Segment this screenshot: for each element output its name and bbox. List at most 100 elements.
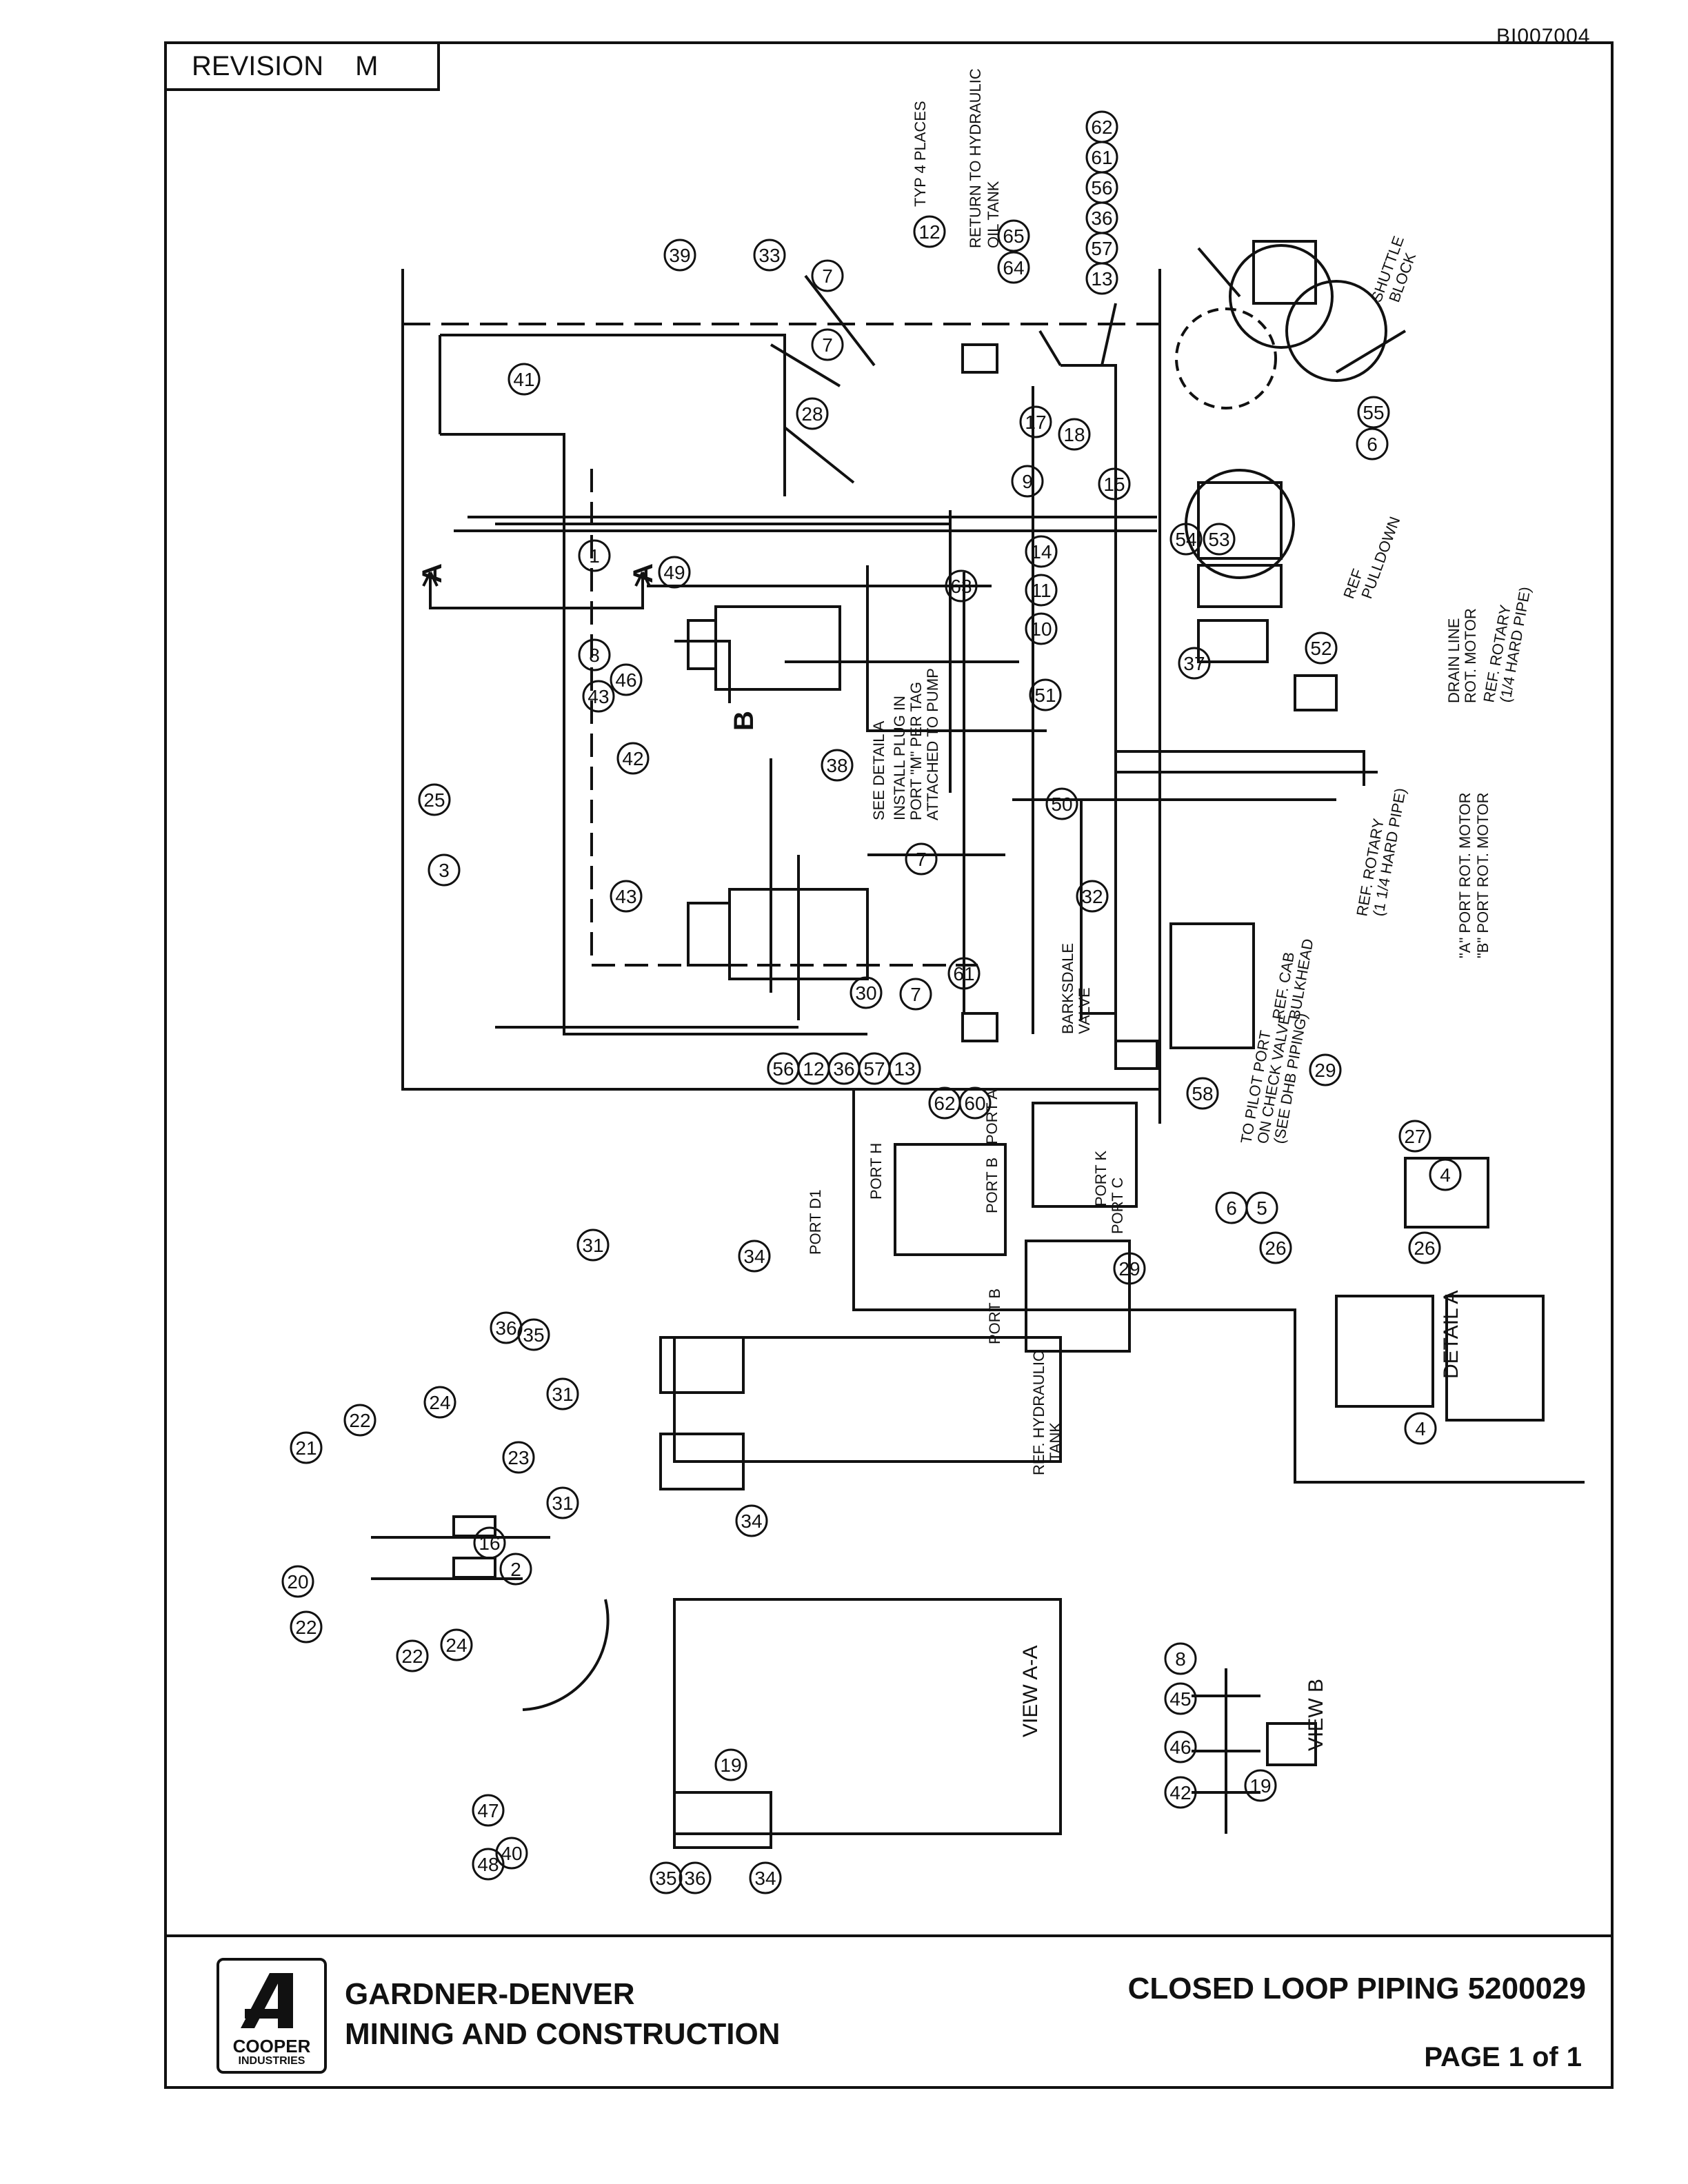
svg-text:38: 38	[826, 755, 847, 776]
cooper-logo: COOPER INDUSTRIES	[217, 1958, 327, 2074]
svg-text:36: 36	[684, 1868, 705, 1889]
svg-text:43: 43	[615, 886, 636, 907]
balloon-41: 41	[508, 363, 541, 396]
balloon-31c: 31	[546, 1486, 579, 1519]
balloon-54: 54	[1169, 523, 1203, 556]
svg-text:37: 37	[1183, 653, 1205, 674]
balloon-51: 51	[1029, 678, 1062, 711]
svg-text:31: 31	[582, 1235, 603, 1256]
svg-text:40: 40	[501, 1843, 522, 1864]
balloon-11: 11	[1025, 574, 1058, 607]
svg-text:7: 7	[916, 849, 927, 870]
view-b-marker: B	[729, 711, 759, 731]
company-line-2: MINING AND CONSTRUCTION	[345, 2017, 781, 2051]
page-label: PAGE	[1424, 2042, 1500, 2072]
balloon-22b: 22	[290, 1610, 323, 1644]
svg-text:16: 16	[479, 1533, 500, 1554]
svg-text:19: 19	[1249, 1775, 1271, 1797]
balloon-21: 21	[290, 1431, 323, 1464]
svg-text:2: 2	[510, 1559, 521, 1580]
balloon-16: 16	[473, 1526, 506, 1559]
svg-text:26: 26	[1265, 1237, 1286, 1259]
svg-text:47: 47	[477, 1800, 499, 1821]
svg-text:5: 5	[1256, 1197, 1267, 1219]
label-port-d1: PORT D1	[807, 1189, 824, 1255]
svg-text:22: 22	[401, 1646, 423, 1667]
revision-label: REVISION	[192, 50, 324, 81]
balloon-3: 3	[428, 853, 461, 887]
company-name: GARDNER-DENVER MINING AND CONSTRUCTION	[345, 1974, 780, 2054]
balloon-31b: 31	[546, 1377, 579, 1410]
svg-text:9: 9	[1022, 471, 1033, 492]
balloon-42b: 42	[1164, 1776, 1197, 1809]
logo-text-industries: INDUSTRIES	[238, 2055, 305, 2067]
svg-text:18: 18	[1063, 424, 1085, 445]
balloon-57b: 57	[858, 1052, 891, 1085]
svg-text:8: 8	[1175, 1648, 1186, 1670]
svg-text:39: 39	[669, 245, 690, 266]
balloon-52: 52	[1305, 631, 1338, 665]
svg-text:61: 61	[1091, 147, 1112, 168]
svg-text:61: 61	[953, 963, 974, 984]
balloon-4b: 4	[1404, 1412, 1437, 1445]
svg-text:62: 62	[934, 1093, 955, 1114]
balloon-20: 20	[281, 1565, 314, 1598]
svg-text:4: 4	[1415, 1418, 1426, 1439]
balloon-38: 38	[821, 749, 854, 782]
note-install-plug-3: ATTACHED TO PUMP	[924, 668, 941, 820]
balloon-60: 60	[958, 1086, 992, 1120]
note-ref-tank-1: REF. HYDRAULIC	[1030, 1351, 1047, 1475]
svg-text:13: 13	[1091, 268, 1112, 290]
svg-text:50: 50	[1051, 793, 1072, 815]
note-port-b-motor: "B" PORT ROT. MOTOR	[1474, 792, 1491, 958]
balloon-58: 58	[1186, 1077, 1219, 1110]
balloon-callouts: 39 33 41 28 1 49 8 43 46 42 25 3 43 38 3…	[281, 110, 1462, 1894]
balloon-46b: 46	[1164, 1730, 1197, 1763]
svg-text:32: 32	[1081, 886, 1103, 907]
balloon-12: 12	[913, 215, 946, 248]
svg-text:8: 8	[589, 645, 600, 666]
balloon-31a: 31	[576, 1228, 610, 1262]
balloon-53: 53	[1203, 523, 1236, 556]
svg-text:7: 7	[822, 334, 833, 356]
note-typ-places: TYP 4 PLACES	[912, 101, 929, 207]
balloon-37: 37	[1178, 647, 1211, 680]
balloon-13b: 13	[888, 1052, 921, 1085]
svg-text:58: 58	[1192, 1083, 1213, 1104]
svg-text:42: 42	[622, 748, 643, 769]
balloon-35a: 35	[517, 1318, 550, 1351]
svg-text:57: 57	[1091, 238, 1112, 259]
balloon-7a: 7	[899, 978, 932, 1011]
svg-text:55: 55	[1363, 402, 1384, 423]
balloon-50: 50	[1045, 787, 1078, 820]
svg-text:65: 65	[1003, 225, 1024, 247]
svg-text:56: 56	[1091, 177, 1112, 199]
svg-text:7: 7	[910, 984, 921, 1005]
svg-text:41: 41	[513, 369, 534, 390]
view-labels: VIEW A-A VIEW B DETAIL A	[1019, 1291, 1463, 1751]
svg-text:60: 60	[964, 1093, 985, 1114]
note-pulldown-2: PULLDOWN	[1358, 514, 1403, 601]
svg-text:19: 19	[720, 1755, 741, 1776]
balloon-55: 55	[1357, 396, 1390, 429]
balloon-17: 17	[1019, 405, 1052, 438]
balloon-47: 47	[472, 1794, 505, 1827]
balloon-8: 8	[578, 638, 611, 671]
balloon-39: 39	[663, 239, 696, 272]
svg-text:51: 51	[1034, 685, 1056, 706]
svg-text:27: 27	[1404, 1126, 1425, 1147]
balloon-12b: 12	[797, 1052, 830, 1085]
balloon-48: 48	[472, 1848, 505, 1881]
balloon-1: 1	[578, 539, 611, 572]
svg-text:23: 23	[508, 1447, 529, 1468]
svg-text:35: 35	[523, 1324, 544, 1346]
balloon-56: 56	[1085, 171, 1118, 204]
balloon-33: 33	[753, 239, 786, 272]
svg-text:29: 29	[1118, 1258, 1140, 1280]
svg-text:29: 29	[1314, 1060, 1336, 1081]
svg-text:45: 45	[1169, 1688, 1191, 1710]
balloon-19a: 19	[714, 1748, 747, 1781]
label-view-b: VIEW B	[1305, 1679, 1327, 1751]
balloon-9: 9	[1011, 465, 1044, 498]
note-see-detail-a: SEE DETAIL A	[870, 720, 887, 820]
